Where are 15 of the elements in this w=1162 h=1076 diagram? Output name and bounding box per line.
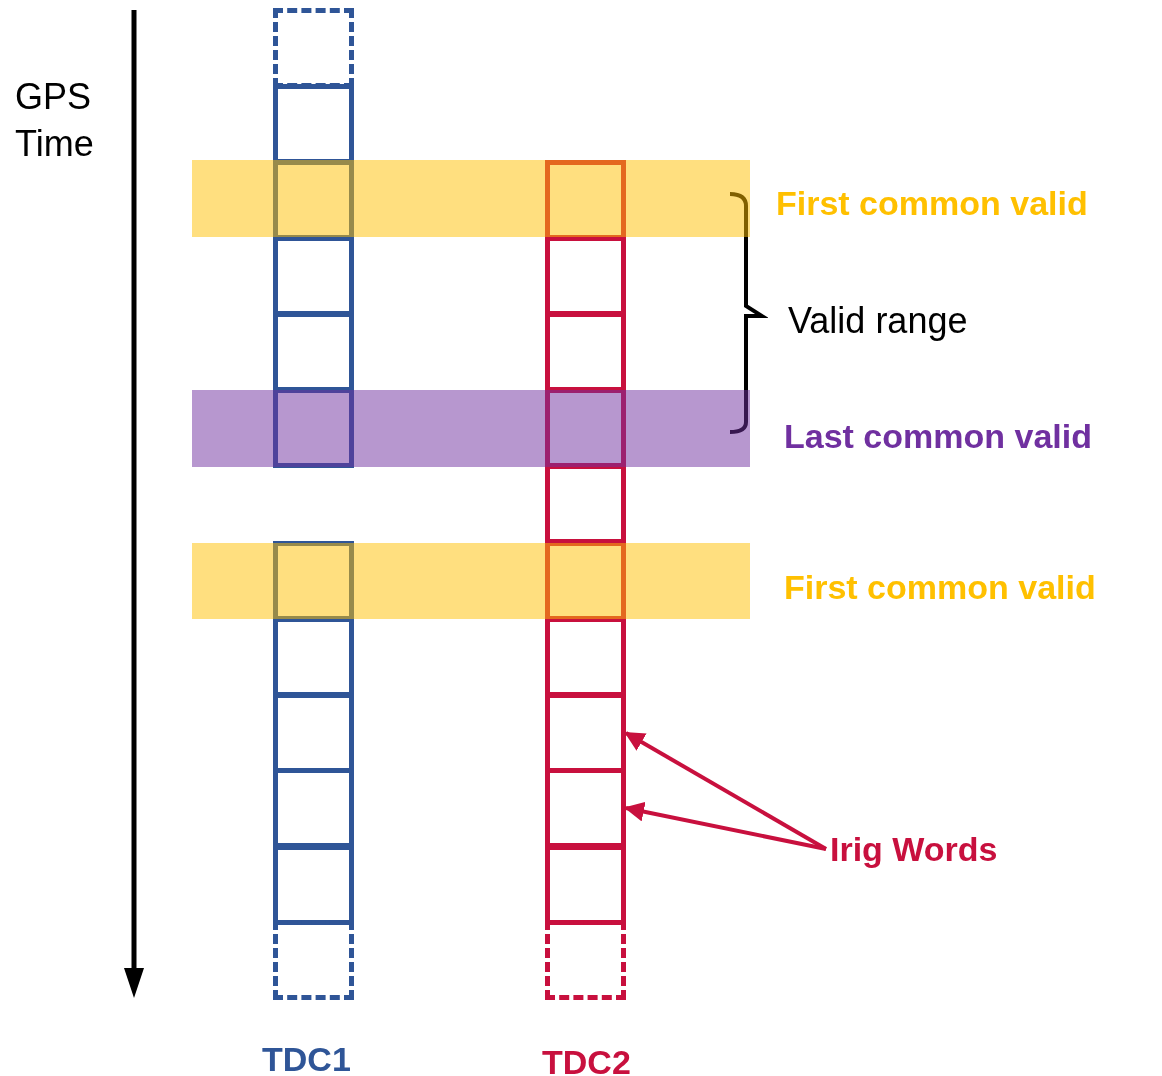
band-label: First common valid xyxy=(784,567,1096,608)
band-label: First common valid xyxy=(776,183,1088,224)
column-label: TDC2 xyxy=(542,1042,631,1076)
highlight-band xyxy=(192,160,750,237)
band-label: Last common valid xyxy=(784,416,1092,457)
highlight-band xyxy=(192,543,750,619)
bracket-label: Valid range xyxy=(788,299,968,343)
cell xyxy=(545,845,626,925)
highlight-band xyxy=(192,390,750,467)
cell xyxy=(273,845,354,925)
leader-arrow xyxy=(624,731,827,851)
axis-label: GPS Time xyxy=(15,75,95,166)
column-label: TDC1 xyxy=(262,1039,351,1076)
leader-arrow xyxy=(624,801,827,851)
annotation-text: Irig Words xyxy=(830,828,998,870)
